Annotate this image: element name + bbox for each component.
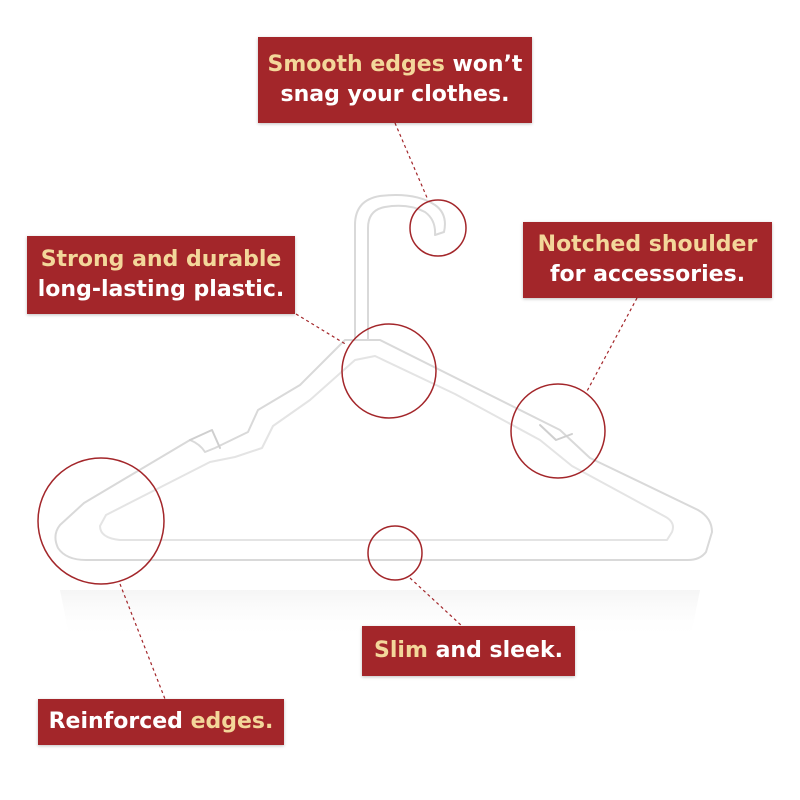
hanger bbox=[54, 194, 713, 561]
callout-slim-rest: and sleek. bbox=[427, 638, 563, 663]
callout-strong-line2: long-lasting plastic. bbox=[37, 277, 285, 302]
callout-slim-sleek: Slim and sleek. bbox=[362, 626, 575, 676]
leader-smooth bbox=[394, 122, 429, 201]
callout-smooth-rest: won’t bbox=[444, 52, 523, 77]
callout-strong-durable: Strong and durable long-lasting plastic. bbox=[27, 236, 295, 314]
leader-notched bbox=[585, 297, 638, 394]
circle-edge bbox=[37, 457, 165, 585]
callout-notched-line2: for accessories. bbox=[549, 262, 746, 287]
callout-reinforced-highlight: edges. bbox=[190, 709, 274, 734]
callout-reinforced-edges: Reinforced edges. bbox=[38, 699, 284, 745]
callout-slim-highlight: Slim bbox=[374, 638, 428, 663]
circle-neck bbox=[341, 323, 437, 419]
callout-smooth-highlight: Smooth edges bbox=[267, 52, 445, 77]
callout-notched-highlight: Notched shoulder bbox=[537, 232, 758, 257]
leader-reinforced bbox=[119, 583, 166, 700]
callout-smooth-edges: Smooth edges won’t snag your clothes. bbox=[258, 37, 532, 123]
callout-reinforced-rest: Reinforced bbox=[48, 709, 191, 734]
circle-bar bbox=[367, 525, 423, 581]
callout-notched-shoulder: Notched shoulder for accessories. bbox=[523, 222, 772, 298]
circle-notch bbox=[510, 383, 606, 479]
callout-smooth-line2: snag your clothes. bbox=[280, 82, 510, 107]
leader-strong bbox=[295, 313, 348, 346]
circle-hook bbox=[409, 199, 467, 257]
callout-strong-highlight: Strong and durable bbox=[40, 247, 282, 272]
